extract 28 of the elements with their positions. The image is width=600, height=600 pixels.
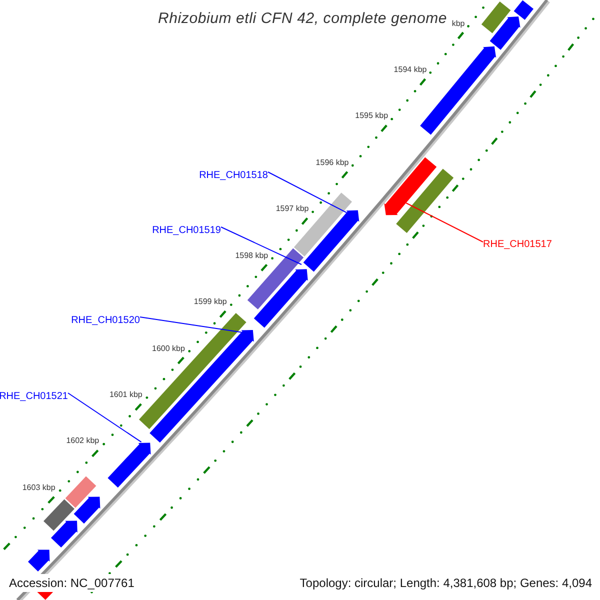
gene-feature xyxy=(254,269,308,328)
gene-label: RHE_CH01518 xyxy=(199,170,268,182)
scale-label: 1598 kbp xyxy=(235,250,268,261)
leader-line xyxy=(140,316,242,333)
genome-title: Rhizobium etli CFN 42, complete genome xyxy=(158,9,448,29)
gene-label: RHE_CH01519 xyxy=(152,225,221,237)
gene-feature xyxy=(150,330,254,443)
scale-label: kbp xyxy=(452,18,465,29)
leader-line xyxy=(220,226,302,265)
scale-label: 1595 kbp xyxy=(355,111,388,122)
scale-label: 1600 kbp xyxy=(152,344,185,354)
leader-line xyxy=(268,172,347,214)
accession-text: Accession: NC_007761 xyxy=(9,574,134,592)
gene-feature xyxy=(384,157,437,216)
scale-label: 1601 kbp xyxy=(109,390,142,400)
gene-label: RHE_CH01521 xyxy=(0,391,68,403)
scale-label: 1594 kbp xyxy=(394,64,427,75)
scale-label: 1602 kbp xyxy=(66,436,100,446)
scale-label: 1599 kbp xyxy=(194,297,227,308)
gene-label: RHE_CH01520 xyxy=(71,315,140,327)
leader-line xyxy=(68,392,142,443)
scale-label: 1597 kbp xyxy=(276,204,309,214)
genome-summary-text: Topology: circular; Length: 4,381,608 bp; Genes: 4,094 xyxy=(300,575,592,592)
gene-feature xyxy=(108,442,151,488)
leader-line xyxy=(406,202,484,242)
scale-label: 1596 kbp xyxy=(316,158,349,168)
scale-label: 1603 kbp xyxy=(22,482,56,493)
gene-label: RHE_CH01517 xyxy=(483,239,552,251)
